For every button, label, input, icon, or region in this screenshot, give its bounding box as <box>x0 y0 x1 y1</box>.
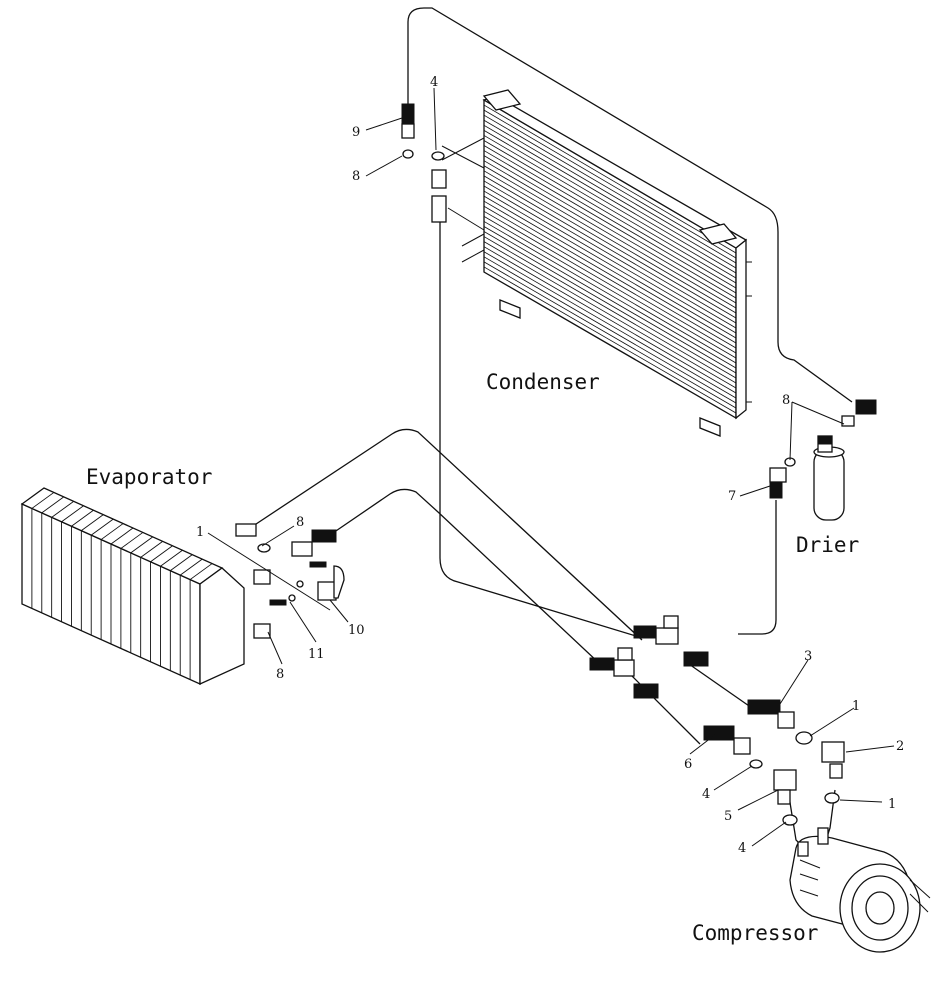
condenser-fin-line <box>483 236 737 384</box>
evaporator-fin-top <box>130 536 154 554</box>
evaporator-fin-top <box>81 514 104 532</box>
evaporator-fin-top <box>61 505 84 523</box>
condenser-fin-line <box>483 180 737 329</box>
condenser-fin-line <box>483 266 737 414</box>
condenser-fin-line <box>483 165 737 314</box>
callout-1-compressor: 1 <box>888 797 896 812</box>
evaporator-fin-top <box>31 492 55 509</box>
callout-10: 10 <box>348 623 365 638</box>
condenser-fin-line <box>483 205 737 354</box>
condenser-fin-line <box>483 256 737 404</box>
condenser-fin-line <box>483 109 737 259</box>
evaporator-fin-top <box>150 545 173 563</box>
callout-4-mid: 4 <box>702 787 710 802</box>
condenser-fin-line <box>483 241 737 389</box>
evaporator-fin-top <box>71 509 94 527</box>
evaporator-fin-top <box>160 549 183 567</box>
condenser-label: Condenser <box>486 370 600 394</box>
condenser-fin-line <box>483 170 737 319</box>
condenser-fin-line <box>483 104 737 254</box>
drier-unit <box>813 435 845 521</box>
evaporator-fin-top <box>100 523 124 540</box>
callout-8-top: 8 <box>352 169 360 184</box>
callout-8-evaporator-bottom: 8 <box>276 667 284 682</box>
condenser-fin-line <box>483 246 737 394</box>
callout-1-evaporator: 1 <box>196 525 204 540</box>
callout-4-top: 4 <box>430 75 438 90</box>
evaporator-fin-top <box>170 554 193 572</box>
leader-lines <box>207 87 895 847</box>
evaporator-fin-top <box>110 527 134 545</box>
callout-1-right: 1 <box>852 699 860 714</box>
callout-6: 6 <box>684 757 692 772</box>
callout-4-compressor: 4 <box>738 841 746 856</box>
compressor-label: Compressor <box>692 921 818 945</box>
callout-9: 9 <box>352 125 360 140</box>
callout-8-evaporator-top: 8 <box>296 515 304 530</box>
evaporator-fin-top <box>120 532 144 549</box>
condenser-fin-line <box>483 210 737 359</box>
condenser-fin-line <box>483 216 737 364</box>
callout-2: 2 <box>896 739 904 754</box>
condenser-fin-line <box>483 130 737 279</box>
callout-5: 5 <box>724 809 732 824</box>
callout-3: 3 <box>804 649 812 664</box>
condenser-fin-line <box>483 226 737 374</box>
evaporator-fin-top <box>90 518 114 536</box>
compressor-unit <box>789 827 931 953</box>
condenser-fin-line <box>483 200 737 349</box>
condenser-fin-line <box>483 231 737 379</box>
condenser-fin-line <box>483 124 737 274</box>
condenser-fin-line <box>483 175 737 324</box>
condenser-fin-line <box>483 150 737 299</box>
evaporator-unit <box>20 487 245 686</box>
condenser-fin-line <box>483 140 737 289</box>
condenser-fin-line <box>483 190 737 339</box>
condenser-fin-line <box>483 160 737 309</box>
evaporator-fin-top <box>179 558 203 576</box>
condenser-fin-line <box>483 195 737 344</box>
fittings <box>235 103 877 826</box>
evaporator-label: Evaporator <box>86 465 212 489</box>
condenser-unit <box>482 89 748 437</box>
callout-11: 11 <box>308 647 325 662</box>
evaporator-fin-top <box>41 496 65 514</box>
condenser-fin-line <box>483 221 737 369</box>
condenser-fin-line <box>483 114 737 264</box>
evaporator-fin-top <box>140 540 163 558</box>
condenser-fin-line <box>483 155 737 304</box>
callout-8-drier: 8 <box>782 393 790 408</box>
condenser-fin-line <box>483 119 737 269</box>
condenser-fin-line <box>483 251 737 399</box>
condenser-fin-line <box>483 135 737 284</box>
drier-label: Drier <box>796 533 859 557</box>
condenser-fin-line <box>483 145 737 294</box>
evaporator-fin-top <box>189 563 213 580</box>
callout-7: 7 <box>728 489 736 504</box>
evaporator-fin-top <box>51 500 74 518</box>
condenser-fin-line <box>483 261 737 409</box>
condenser-fin-line <box>483 185 737 334</box>
